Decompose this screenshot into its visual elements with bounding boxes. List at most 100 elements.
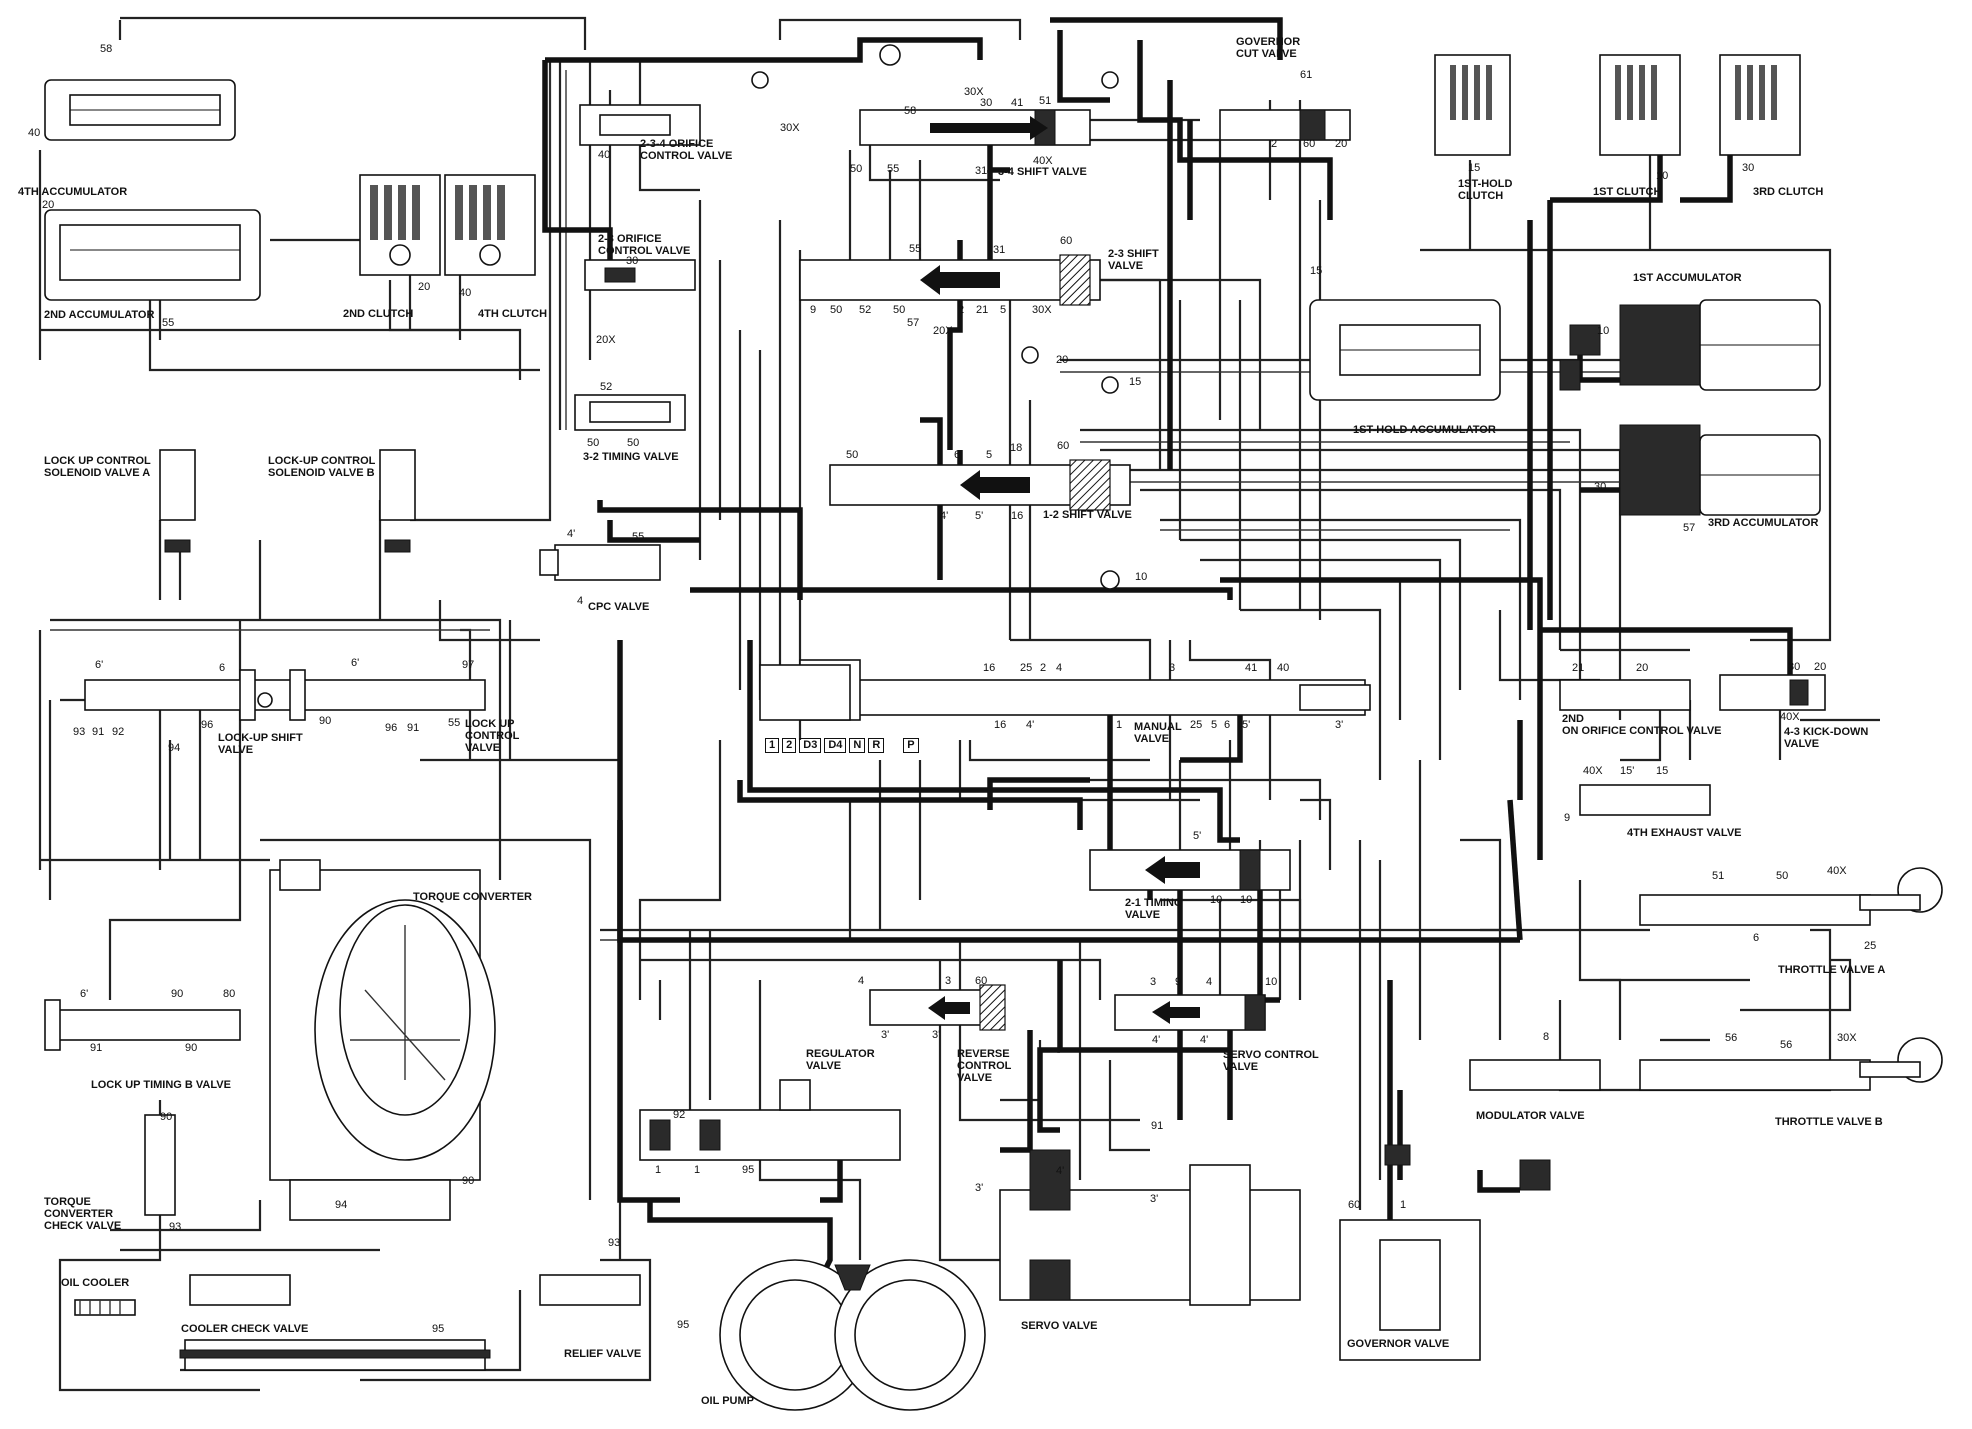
port-number: 6' bbox=[80, 988, 89, 1000]
accumulator-2nd bbox=[44, 209, 261, 301]
port-number: 92 bbox=[112, 726, 125, 738]
port-number: 16 bbox=[994, 719, 1007, 731]
port-number: 20 bbox=[1335, 138, 1348, 150]
port-number: 2 bbox=[1271, 138, 1278, 150]
port-number: 40 bbox=[598, 149, 611, 161]
port-number: 40X bbox=[1033, 155, 1053, 167]
port-number: 30 bbox=[626, 255, 639, 267]
filter-body bbox=[179, 1339, 491, 1371]
port-number: 91 bbox=[92, 726, 105, 738]
accumulator-4th bbox=[44, 79, 236, 141]
label-orifice-234-valve: 2-3-4 ORIFICE CONTROL VALVE bbox=[640, 138, 733, 162]
port-number: 52 bbox=[600, 381, 613, 393]
gear-position: D3 bbox=[799, 738, 822, 753]
label-accumulator-4th: 4TH ACCUMULATOR bbox=[18, 186, 128, 198]
port-number: 50 bbox=[893, 304, 906, 316]
port-number: 4 bbox=[1056, 662, 1063, 674]
shift-12-valve-body bbox=[829, 459, 1131, 511]
port-number: 96 bbox=[201, 719, 214, 731]
port-number: 55 bbox=[909, 243, 922, 255]
port-number: 10 bbox=[1656, 170, 1669, 182]
accumulator-1st-body bbox=[1619, 299, 1821, 391]
port-number: 3' bbox=[881, 1029, 890, 1041]
port-number: 30X bbox=[964, 86, 984, 98]
port-number: 58 bbox=[904, 105, 917, 117]
port-number: 5 bbox=[1000, 304, 1007, 316]
port-number: 4' bbox=[940, 510, 949, 522]
gear-selector-body bbox=[759, 664, 851, 721]
port-number: 91 bbox=[407, 722, 420, 734]
orifice-2nd-valve-body bbox=[1559, 679, 1691, 711]
port-number: 20 bbox=[418, 281, 431, 293]
label-relief-valve: RELIEF VALVE bbox=[564, 1348, 642, 1360]
port-number: 15 bbox=[1656, 765, 1669, 777]
port-number: 94 bbox=[168, 742, 181, 754]
port-number: 20 bbox=[42, 199, 55, 211]
port-number: 40X bbox=[1780, 711, 1800, 723]
relief-valve-body bbox=[539, 1274, 641, 1306]
port-number: 95 bbox=[742, 1164, 755, 1176]
port-number: 15' bbox=[1620, 765, 1635, 777]
port-number: 16 bbox=[1011, 510, 1024, 522]
servo-control-valve-body bbox=[1114, 994, 1266, 1031]
port-number: 40 bbox=[28, 127, 41, 139]
port-number: 1 bbox=[655, 1164, 662, 1176]
label-shift-12-valve: 1-2 SHIFT VALVE bbox=[1043, 509, 1132, 521]
port-number: 10 bbox=[1210, 894, 1223, 906]
port-number: 5' bbox=[975, 510, 984, 522]
port-number: 4 bbox=[577, 595, 584, 607]
port-number: 4' bbox=[1200, 1034, 1209, 1046]
cooler-check-valve-body bbox=[189, 1274, 291, 1306]
label-accumulator-1st-hold: 1ST-HOLD ACCUMULATOR bbox=[1353, 424, 1496, 436]
port-number: 18 bbox=[1010, 442, 1023, 454]
port-number: 40X bbox=[1583, 765, 1603, 777]
label-clutch-2nd: 2ND CLUTCH bbox=[343, 308, 414, 320]
port-number: 30 bbox=[980, 97, 993, 109]
port-number: 3' bbox=[932, 1029, 941, 1041]
port-number: 8 bbox=[1543, 1031, 1550, 1043]
clutch-3rd-body bbox=[1719, 54, 1801, 156]
regulator-valve-body bbox=[639, 1079, 901, 1161]
port-number: 20 bbox=[1814, 661, 1827, 673]
port-number: 56 bbox=[1780, 1039, 1793, 1051]
port-number: 96 bbox=[385, 722, 398, 734]
port-number: 6 bbox=[1753, 932, 1760, 944]
port-number: 51 bbox=[1039, 95, 1052, 107]
port-number: 90 bbox=[171, 988, 184, 1000]
port-number: 93 bbox=[608, 1237, 621, 1249]
modulator-valve-body bbox=[1469, 1059, 1601, 1191]
port-number: 3 bbox=[1150, 976, 1157, 988]
port-number: 21 bbox=[976, 304, 989, 316]
orifice-234-valve-body bbox=[579, 104, 701, 146]
port-number: 9 bbox=[1175, 976, 1182, 988]
label-modulator-valve: MODULATOR VALVE bbox=[1476, 1110, 1585, 1122]
label-manual-valve: MANUAL VALVE bbox=[1134, 721, 1182, 745]
port-number: 15 bbox=[1468, 162, 1481, 174]
port-number: 20 bbox=[1056, 354, 1069, 366]
port-number: 4' bbox=[567, 528, 576, 540]
port-number: 60 bbox=[975, 975, 988, 987]
port-number: 51 bbox=[1712, 870, 1725, 882]
label-orifice-23-valve: 2-3 ORIFICE CONTROL VALVE bbox=[598, 233, 691, 257]
port-number: 60 bbox=[1057, 440, 1070, 452]
port-number: 94 bbox=[335, 1199, 348, 1211]
port-number: 31 bbox=[975, 165, 988, 177]
port-number: 5 bbox=[1211, 719, 1218, 731]
oil-pump-body bbox=[719, 1259, 986, 1411]
port-number: 10 bbox=[1597, 325, 1610, 337]
label-timing-32-valve: 3-2 TIMING VALVE bbox=[583, 451, 679, 463]
port-number: 10 bbox=[1135, 571, 1148, 583]
servo-valve-body bbox=[999, 1149, 1301, 1306]
port-number: 3 bbox=[1169, 662, 1176, 674]
port-number: 21 bbox=[1572, 662, 1585, 674]
port-number: 10 bbox=[1240, 894, 1253, 906]
label-cooler-check-valve: COOLER CHECK VALVE bbox=[181, 1323, 309, 1335]
port-number: 3' bbox=[975, 1182, 984, 1194]
port-number: 4' bbox=[1026, 719, 1035, 731]
port-number: 3' bbox=[1150, 1193, 1159, 1205]
label-lockup-timing-b-valve: LOCK UP TIMING B VALVE bbox=[91, 1079, 231, 1091]
reverse-control-valve-body bbox=[869, 984, 1006, 1031]
port-number: 5 bbox=[986, 449, 993, 461]
port-number: 93 bbox=[73, 726, 86, 738]
